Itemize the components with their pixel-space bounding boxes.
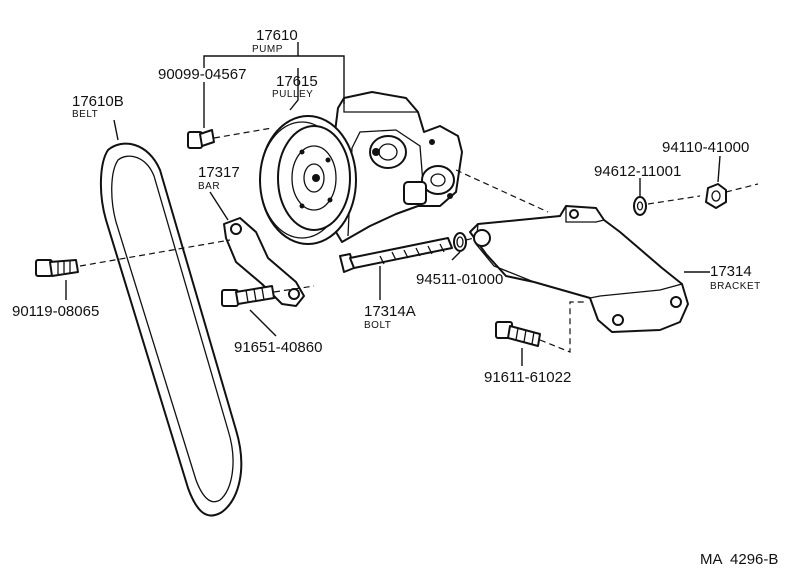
bracket-bolt-part-number: 91611-61022 — [484, 369, 571, 386]
belt-bolt-drawing — [35, 259, 79, 277]
bar-bolt-part-number: 91651-40860 — [234, 339, 322, 356]
bar-part-number: 17317 — [198, 164, 240, 181]
long-bolt-drawing — [339, 237, 453, 273]
bolt-part-name: BOLT — [364, 320, 391, 331]
pump-part-number: 17610 — [256, 27, 298, 44]
pump-part-name: PUMP — [252, 44, 283, 55]
pulley-part-number: 17615 — [276, 73, 318, 90]
reference-code: MA 4296-B — [700, 551, 778, 568]
spacer-drawing — [453, 232, 467, 252]
washer-drawing — [633, 196, 647, 216]
bar-bolt-drawing — [221, 285, 275, 307]
pump-bolt-drawing — [187, 129, 215, 149]
bar-part-name: BAR — [198, 181, 220, 192]
pulley-part-name: PULLEY — [272, 89, 313, 100]
washer-part-number: 94612-11001 — [594, 163, 681, 180]
belt-part-name: BELT — [72, 109, 98, 120]
bracket-part-number: 17314 — [710, 263, 752, 280]
nut-drawing — [705, 183, 727, 209]
pump-bolt-part-number: 90099-04567 — [158, 66, 246, 83]
bracket-bolt-drawing — [495, 321, 541, 347]
leader-lines — [65, 42, 721, 366]
belt-part-number: 17610B — [72, 93, 124, 110]
assembly-lines — [79, 127, 759, 353]
bracket-part-name: BRACKET — [710, 281, 761, 292]
nut-part-number: 94110-41000 — [662, 139, 749, 156]
belt-bolt-part-number: 90119-08065 — [12, 303, 99, 320]
belt-drawing — [99, 142, 243, 517]
bolt-part-number: 17314A — [364, 303, 416, 320]
labels: 17610 PUMP 90099-04567 17615 PULLEY 1761… — [12, 27, 778, 568]
bracket-drawing — [469, 205, 689, 333]
spacer-part-number: 94511-01000 — [416, 271, 503, 288]
pump-drawing — [259, 91, 463, 245]
